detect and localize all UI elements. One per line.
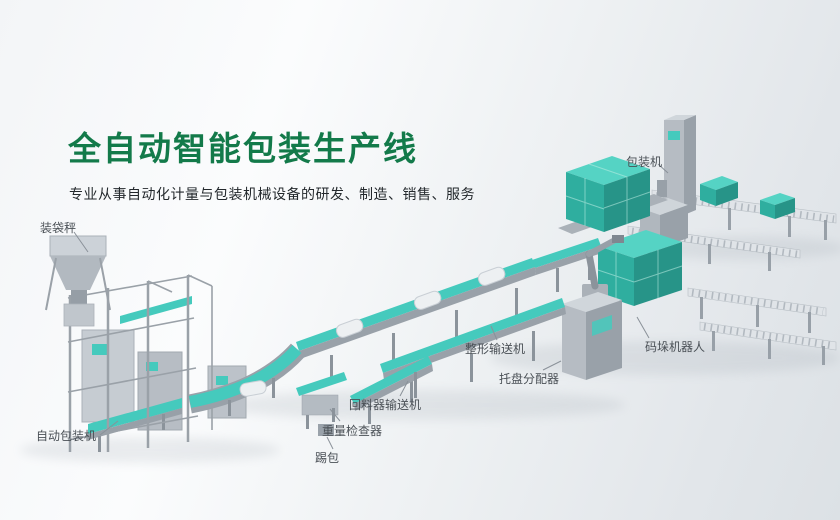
bags-on-belt (239, 266, 506, 397)
auto-packaging-structure (67, 274, 247, 452)
label-kick-bag: 踢包 (315, 451, 340, 465)
bagging-scale-hopper (45, 235, 111, 327)
label-return-feeder-conveyor: 回料器输送机 (349, 398, 422, 412)
pallet-distributor-cabinet (562, 292, 622, 380)
packaging-machine-leader (657, 163, 669, 174)
return-feeder-belt (350, 356, 433, 424)
palletizing-robot-leader (636, 316, 650, 339)
label-pallet-distributor: 托盘分配器 (499, 372, 560, 386)
label-packaging-machine: 包装机 (626, 155, 663, 169)
label-bagging-scale: 装袋秤 (40, 221, 77, 235)
page-title: 全自动智能包装生产线 (68, 130, 418, 167)
bagging-scale-leader (73, 231, 89, 253)
label-weight-checker: 重量检查器 (322, 424, 383, 438)
page-subtitle: 专业从事自动化计量与包装机械设备的研发、制造、销售、服务 (69, 186, 475, 202)
weight-checker-leader (329, 408, 341, 422)
palletized-boxes-upper (558, 156, 668, 234)
label-auto-packaging-machine: 自动包装机 (36, 429, 97, 443)
cartons-on-roller-conveyor (700, 176, 795, 219)
label-shaping-conveyor: 整形输送机 (465, 342, 526, 356)
leader-lines (73, 163, 669, 450)
shaping-conveyor-leader (490, 325, 498, 341)
auto-packaging-leader (99, 420, 119, 436)
kick-bag-leader (326, 436, 334, 450)
return-feeder-leader (399, 380, 409, 397)
pallet-distributor-leader (542, 360, 562, 371)
label-palletizing-robot: 码垛机器人 (645, 340, 706, 354)
roller-conveyor-bottom-right (687, 287, 837, 365)
weight-checker-machine (296, 372, 347, 436)
